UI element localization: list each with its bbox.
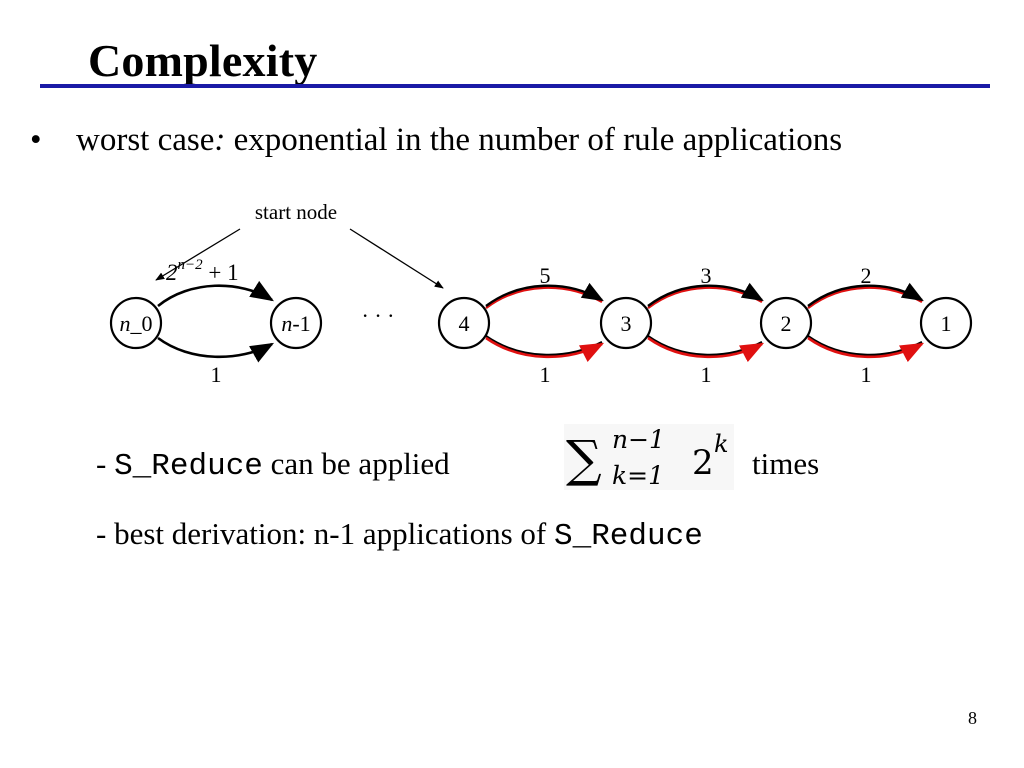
start-node-label: start node [255, 200, 337, 224]
title-underline [40, 84, 990, 88]
derivation-graph: start node 2n−2 + 1 1 n_0 n-1 · · · 5131… [109, 200, 973, 387]
weight-top-left: 2n−2 + 1 [166, 257, 239, 285]
line3-code: S_Reduce [554, 519, 703, 554]
bullet-text-rest: exponential in the number of rule applic… [225, 122, 843, 158]
chain-edges [485, 282, 925, 363]
chain-edge-top-1 [647, 282, 764, 307]
chain-weight-top-1: 3 [701, 263, 712, 288]
sum-formula: ∑ n−1 k=1 2 k [566, 425, 729, 490]
sum-lower: k=1 [612, 461, 664, 490]
chain-node-4: 4 [437, 296, 491, 350]
chain-weight-bottom-2: 1 [861, 362, 872, 387]
chain-weight-top-0: 5 [540, 263, 551, 288]
bullet-text-start: worst case [76, 122, 215, 158]
chain-weight-top-2: 2 [861, 263, 872, 288]
edge-n0-to-n1-top [157, 280, 274, 308]
start-pointer-right [349, 228, 444, 289]
weight-top-base: 2 [166, 260, 178, 285]
sum-base: 2 [692, 443, 714, 483]
line2-dash: - [96, 446, 115, 481]
chain-node-label-1: 1 [941, 311, 952, 336]
line3-text: - best derivation: n-1 applications of [96, 516, 554, 551]
page-number: 8 [968, 708, 977, 728]
sum-formula-box: ∑ n−1 k=1 2 k [564, 424, 734, 490]
node-n0-var: n [120, 311, 131, 336]
chain-node-3: 3 [599, 296, 653, 350]
chain-edge-top-0 [485, 282, 604, 307]
line2-code: S_Reduce [114, 449, 263, 484]
svg-text:n_0: n_0 [120, 311, 153, 336]
weight-top-tail: + 1 [203, 260, 239, 285]
chain-node-2: 2 [759, 296, 813, 350]
weight-bottom-left: 1 [211, 362, 222, 387]
sum-upper: n−1 [612, 425, 665, 454]
chain-weight-bottom-0: 1 [540, 362, 551, 387]
chain-node-1: 1 [919, 296, 973, 350]
chain-edge-bottom-0 [485, 336, 605, 362]
node-n1-suffix: -1 [292, 311, 310, 336]
chain-weight-bottom-1: 1 [701, 362, 712, 387]
node-n0-suffix: _0 [130, 311, 153, 336]
bullet-symbol: • [30, 122, 42, 158]
bullet-worst-case: • worst case: exponential in the number o… [30, 122, 842, 159]
line2-middle: can be applied [262, 446, 450, 481]
node-n0: n_0 [109, 296, 163, 350]
node-n1-var: n [281, 311, 292, 336]
weight-top-exp: n−2 [178, 257, 204, 273]
line-s-reduce-count: - S_Reduce can be applied [96, 446, 450, 484]
chain-edge-top-2 [807, 282, 924, 307]
chain-nodes: 4 3 2 1 [437, 296, 973, 350]
line-best-derivation: - best derivation: n-1 applications of S… [96, 516, 703, 554]
line2-end: times [752, 446, 820, 481]
chain-node-label-2: 2 [781, 311, 792, 336]
chain-edge-bottom-2 [807, 336, 925, 363]
ellipsis: · · · [362, 303, 395, 328]
node-n1: n-1 [269, 296, 323, 350]
chain-node-label-4: 4 [459, 311, 470, 336]
start-pointer-left [155, 228, 241, 281]
edge-n0-to-n1-bottom [157, 336, 275, 363]
svg-text:n-1: n-1 [281, 311, 310, 336]
slide-title: Complexity [88, 35, 318, 86]
bullet-colon: : [214, 122, 226, 158]
sum-symbol: ∑ [566, 430, 602, 488]
sum-exponent: k [714, 430, 729, 458]
chain-weights: 5 1 3 1 2 1 [540, 263, 872, 387]
chain-edge-bottom-1 [647, 336, 765, 363]
chain-node-label-3: 3 [621, 311, 632, 336]
